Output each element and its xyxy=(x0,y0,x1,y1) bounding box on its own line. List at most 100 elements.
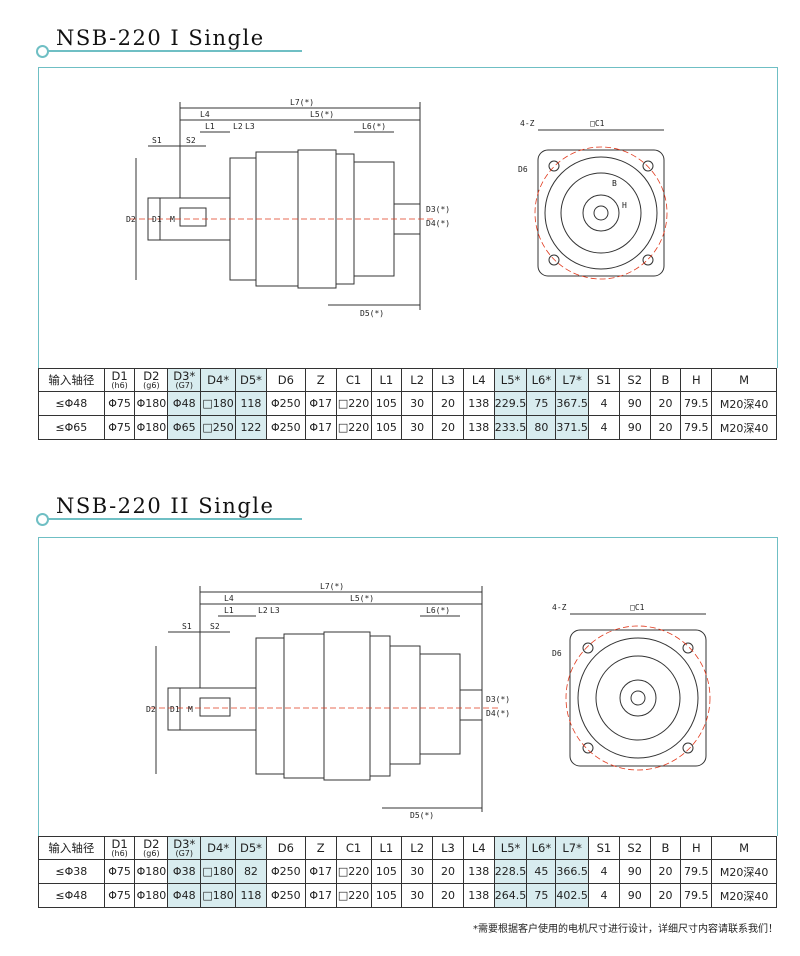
table-header-row: 输入轴径 D1(h6) D2(g6) D3*(G7) D4* D5* D6 Z … xyxy=(38,836,777,860)
dim-d3: D3(*) xyxy=(486,695,510,704)
cell: Φ180 xyxy=(134,883,169,908)
cell: 264.5 xyxy=(493,883,528,908)
cell: 80 xyxy=(526,415,557,440)
cell: Φ250 xyxy=(265,391,306,416)
cell: 366.5 xyxy=(555,859,590,884)
cell: 75 xyxy=(526,883,557,908)
housing-middle xyxy=(323,631,371,781)
cell: Φ250 xyxy=(265,415,306,440)
header-cell: L7* xyxy=(555,836,590,860)
dim-c1: □C1 xyxy=(630,603,645,612)
section-title: NSB-220 II Single xyxy=(56,494,275,518)
dim-l5: L5(*) xyxy=(350,594,374,603)
cell: 20 xyxy=(649,859,682,884)
dim-h: H xyxy=(622,201,627,210)
header-cell: L5* xyxy=(493,368,528,392)
bullet-dot-icon xyxy=(36,513,49,526)
bullet-dot-icon xyxy=(36,45,49,58)
dim-l7: L7(*) xyxy=(320,582,344,591)
title-underline xyxy=(44,50,302,52)
dim-l7: L7(*) xyxy=(290,98,314,107)
header-cell: D6 xyxy=(265,836,306,860)
cell: 30 xyxy=(401,883,434,908)
dim-l5: L5(*) xyxy=(310,110,334,119)
dim-c1: □C1 xyxy=(590,119,605,128)
cell: 229.5 xyxy=(493,391,528,416)
cell: Φ48 xyxy=(167,391,202,416)
dim-l1: L1 xyxy=(205,122,215,131)
end-view-square xyxy=(569,629,707,767)
cell: □180 xyxy=(200,859,237,884)
cell: 30 xyxy=(401,415,434,440)
header-cell: D1(h6) xyxy=(103,836,136,860)
dim-l6: L6(*) xyxy=(362,122,386,131)
dim-d6: D6 xyxy=(552,649,562,658)
header-cell: L1 xyxy=(370,368,403,392)
header-cell: D4* xyxy=(200,836,237,860)
header-cell: D2(g6) xyxy=(134,836,169,860)
table-row: ≤Φ65 Φ75 Φ180 Φ65 □250 122 Φ250 Φ17 □220… xyxy=(38,415,777,440)
cell: 228.5 xyxy=(493,859,528,884)
keyway xyxy=(179,207,207,227)
dim-d2: D2 xyxy=(146,705,156,714)
dim-l4: L4 xyxy=(224,594,234,603)
cell: □220 xyxy=(335,859,372,884)
header-cell: M xyxy=(711,836,777,860)
cell: Φ17 xyxy=(304,391,337,416)
cell: Φ250 xyxy=(265,883,306,908)
dim-d5: D5(*) xyxy=(360,309,384,318)
cell: 105 xyxy=(370,883,403,908)
cell: Φ250 xyxy=(265,859,306,884)
dim-d5: D5(*) xyxy=(410,811,434,820)
cell: 138 xyxy=(462,883,495,908)
cell: □180 xyxy=(200,883,237,908)
technical-drawing: L7(*) L4 L5(*) L1 L2 L3 L6(*) S1 S2 D2 D… xyxy=(126,98,668,318)
cell: 20 xyxy=(432,415,464,440)
cell: 4 xyxy=(588,859,620,884)
drawing-frame xyxy=(38,537,778,836)
dim-l2: L2 xyxy=(258,606,268,615)
cell: Φ65 xyxy=(167,415,202,440)
header-cell: D3*(G7) xyxy=(167,836,202,860)
cell: 20 xyxy=(432,883,464,908)
cell: 4 xyxy=(588,415,620,440)
dim-d6: D6 xyxy=(518,165,528,174)
header-cell: L3 xyxy=(432,836,464,860)
cell: □180 xyxy=(200,391,237,416)
dim-l2: L2 xyxy=(233,122,243,131)
table-row: ≤Φ48 Φ75 Φ180 Φ48 □180 118 Φ250 Φ17 □220… xyxy=(38,391,777,416)
dim-d4: D4(*) xyxy=(486,709,510,718)
table-row: ≤Φ48 Φ75 Φ180 Φ48 □180 118 Φ250 Φ17 □220… xyxy=(38,883,777,908)
header-cell: L6* xyxy=(526,368,557,392)
section-title: NSB-220 I Single xyxy=(56,26,265,50)
cell: Φ75 xyxy=(103,883,136,908)
input-shaft xyxy=(167,687,257,731)
cell: 4 xyxy=(588,391,620,416)
bolt-circle xyxy=(565,625,711,771)
cell: Φ180 xyxy=(134,859,169,884)
cell: 20 xyxy=(432,391,464,416)
cell: 30 xyxy=(401,859,434,884)
header-cell: L2 xyxy=(401,368,434,392)
cell: 371.5 xyxy=(555,415,590,440)
header-cell: L7* xyxy=(555,368,590,392)
dim-d4: D4(*) xyxy=(426,219,450,228)
header-cell: L1 xyxy=(370,836,403,860)
dim-s1: S1 xyxy=(152,136,162,145)
flange xyxy=(255,637,285,775)
dim-s2: S2 xyxy=(186,136,196,145)
cell: M20深40 xyxy=(711,883,777,908)
dim-l4: L4 xyxy=(200,110,210,119)
cell: 4 xyxy=(588,883,620,908)
cell: 90 xyxy=(618,883,651,908)
cell: 233.5 xyxy=(493,415,528,440)
dim-s2: S2 xyxy=(210,622,220,631)
cell: ≤Φ48 xyxy=(38,883,105,908)
dim-l6: L6(*) xyxy=(426,606,450,615)
dim-l3: L3 xyxy=(245,122,255,131)
cell: M20深40 xyxy=(711,859,777,884)
dim-l1: L1 xyxy=(224,606,234,615)
housing-rear xyxy=(389,645,421,765)
cell: 138 xyxy=(462,415,495,440)
